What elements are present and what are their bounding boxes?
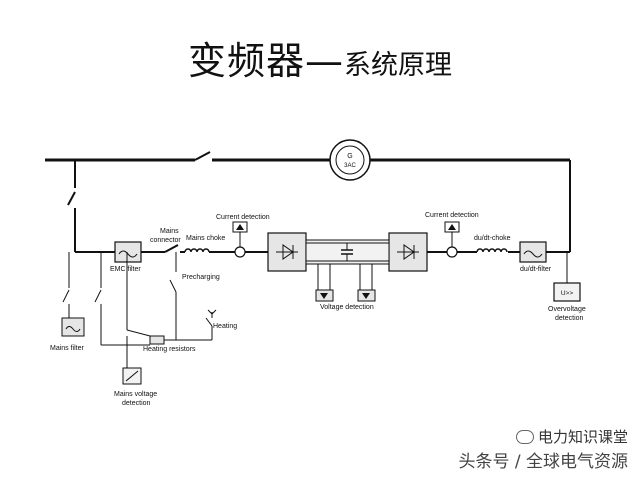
dc-link xyxy=(305,239,390,302)
title-main: 变频器 xyxy=(187,39,305,83)
current-detection-right-label: Current detection xyxy=(425,212,479,219)
mains-choke-symbol xyxy=(184,248,210,253)
title-sub: 系统原理 xyxy=(344,50,452,81)
title-dash: — xyxy=(305,39,344,83)
mains-voltage-branch xyxy=(94,252,151,385)
overvoltage-label-1: Overvoltage xyxy=(548,306,586,313)
dudt-choke-symbol xyxy=(476,248,508,253)
generator-symbol xyxy=(329,139,371,181)
mains-filter-branch xyxy=(61,252,85,337)
mains-voltage-label-2: detection xyxy=(122,400,151,407)
emc-filter-label: EMC filter xyxy=(110,266,141,273)
rectifier-box xyxy=(267,232,307,272)
bypass-line xyxy=(45,151,571,252)
slide-title: 变频器—系统原理 xyxy=(0,30,640,85)
dudt-choke-label: du/dt-choke xyxy=(474,235,511,242)
generator-label-2: 3AC xyxy=(344,163,356,169)
voltage-detection-label: Voltage detection xyxy=(320,304,374,311)
dudt-filter-label: du/dt-filter xyxy=(520,266,552,273)
watermark-brand: 电力知识课堂 xyxy=(537,428,628,446)
overvoltage-label-2: detection xyxy=(555,315,584,322)
watermark-source: 头条号 / 全球电气资源 xyxy=(458,452,628,472)
mains-connector-label-2: connector xyxy=(150,237,181,244)
overvoltage-detector xyxy=(553,252,581,302)
mains-choke-label: Mains choke xyxy=(186,235,225,242)
inverter-box xyxy=(388,232,428,272)
emc-filter-box xyxy=(114,241,142,263)
generator-label-1: G xyxy=(347,153,352,160)
chat-bubble-icon xyxy=(515,429,534,444)
mains-voltage-label-1: Mains voltage xyxy=(114,391,157,398)
heating-resistors-label: Heating resistors xyxy=(143,346,196,353)
current-sensor-right xyxy=(444,221,460,258)
dudt-filter-box xyxy=(519,241,547,263)
overvoltage-symbol-label: U>> xyxy=(561,290,573,297)
watermark: 电力知识课堂 头条号 / 全球电气资源 xyxy=(458,426,628,472)
precharging-label: Precharging xyxy=(182,274,220,281)
mains-filter-label: Mains filter xyxy=(50,345,85,352)
precharging-heating-branch xyxy=(149,252,217,345)
current-sensor-left xyxy=(232,221,248,258)
main-power-line xyxy=(75,244,570,253)
watermark-brand-row: 电力知识课堂 xyxy=(458,426,628,447)
heating-label: Heating xyxy=(213,323,237,330)
current-detection-left-label: Current detection xyxy=(216,214,270,221)
mains-connector-label-1: Mains xyxy=(160,228,179,235)
